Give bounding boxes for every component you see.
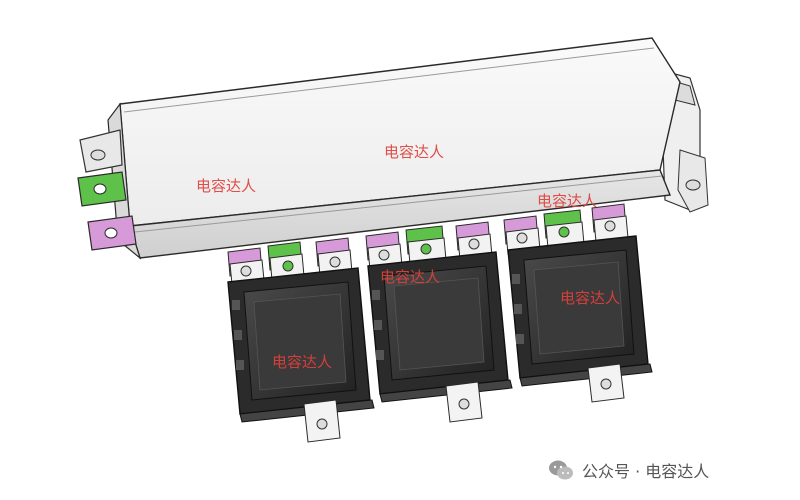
watermark-text: 电容达人 <box>384 143 445 161</box>
left-pink-terminal <box>87 215 137 251</box>
watermark-text: 电容达人 <box>196 177 257 195</box>
watermark-text: 电容达人 <box>537 192 598 210</box>
power-module-3 <box>507 235 653 403</box>
watermark-text: 电容达人 <box>560 289 621 307</box>
watermark-text: 电容达人 <box>380 268 441 286</box>
main-capacitor-housing <box>107 37 681 260</box>
terminal-tabs-group-1 <box>227 237 353 285</box>
watermark-text: 电容达人 <box>272 353 333 371</box>
power-module-1 <box>227 267 375 443</box>
wechat-icon <box>549 460 573 480</box>
power-module-2 <box>367 251 513 423</box>
terminal-tabs-group-3 <box>503 203 629 255</box>
left-green-terminal <box>77 171 127 207</box>
left-mounting-bracket <box>79 129 123 173</box>
footer-attribution: 公众号 · 电容达人 <box>548 458 709 482</box>
footer-text: 公众号 · 电容达人 <box>582 462 710 481</box>
